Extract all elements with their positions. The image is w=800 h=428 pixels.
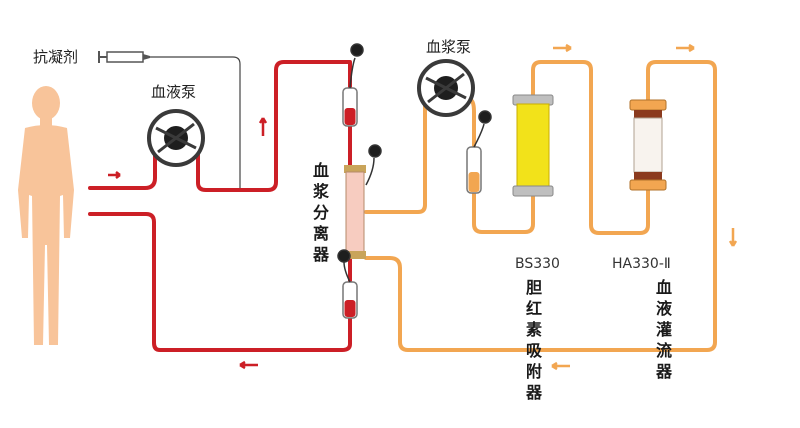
blood-pump-icon [147,109,205,167]
bs330-cartridge [512,94,554,197]
blood-circuit [88,60,352,352]
plasma-separator [344,165,366,259]
bilirubin-adsorber-label: 胆 红 素 吸 附 器 [525,278,542,402]
hemoperfusion-label: 血 液 灌 流 器 [655,278,672,381]
ha330-cartridge [629,99,667,191]
drip-chamber-arterial [342,87,358,127]
clamp-icon [337,43,492,283]
plasma-pump-label: 血浆泵 [426,38,472,56]
drip-chamber-venous [342,281,358,319]
syringe-icon [98,51,241,190]
plasma-circuit [364,60,717,352]
drip-chamber-plasma [466,146,482,194]
plasma-separator-label: 血 浆 分 离 器 [312,161,329,264]
arrow-icon [108,43,738,371]
blood-pump-label: 血液泵 [151,83,197,101]
bs330-model-label: BS330 [515,256,560,272]
ha330-model-label: HA330-Ⅱ [612,256,671,272]
anticoagulant-label: 抗凝剂 [33,48,79,66]
human-body-icon [18,86,74,345]
plasma-pump-icon [417,59,475,117]
